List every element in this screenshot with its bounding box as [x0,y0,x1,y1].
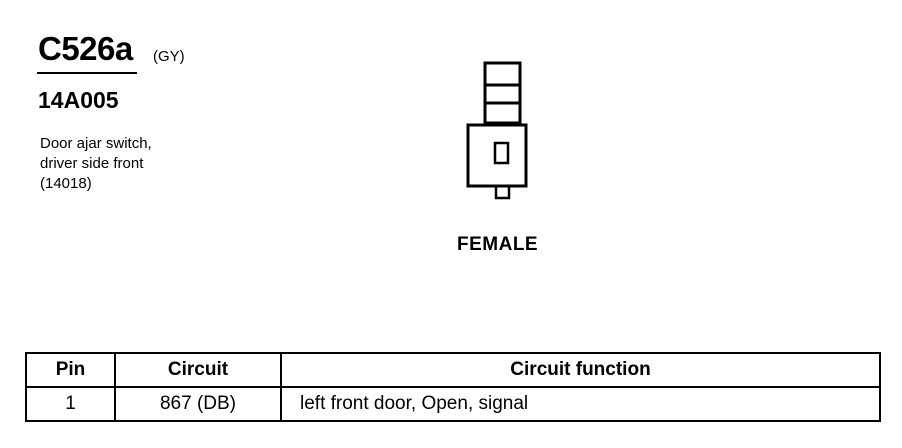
header-circuit-function: Circuit function [280,352,881,388]
connector-color: (GY) [153,48,185,65]
connector-key [494,184,511,200]
connector-face-diagram [466,61,528,200]
cell-circuit-function: left front door, Open, signal [280,386,881,422]
table-row: 1 867 (DB) left front door, Open, signal [25,386,881,422]
cell-pin: 1 [25,386,116,422]
connector-latch [483,61,522,125]
table-header-row: Pin Circuit Circuit function [25,352,881,388]
connector-housing [466,123,528,188]
description-line-1: Door ajar switch, [40,135,152,152]
cell-circuit: 867 (DB) [114,386,282,422]
header-pin: Pin [25,352,116,388]
header-circuit: Circuit [114,352,282,388]
pinout-table: Pin Circuit Circuit function 1 867 (DB) … [25,352,881,422]
connector-id-underline [37,72,137,74]
terminal-cavity [493,141,510,165]
part-number: 14A005 [38,87,119,113]
connector-id: C526a [38,30,133,67]
description-line-2: driver side front [40,155,144,172]
connector-view-label: FEMALE [457,234,539,255]
description-line-3: (14018) [40,175,92,192]
